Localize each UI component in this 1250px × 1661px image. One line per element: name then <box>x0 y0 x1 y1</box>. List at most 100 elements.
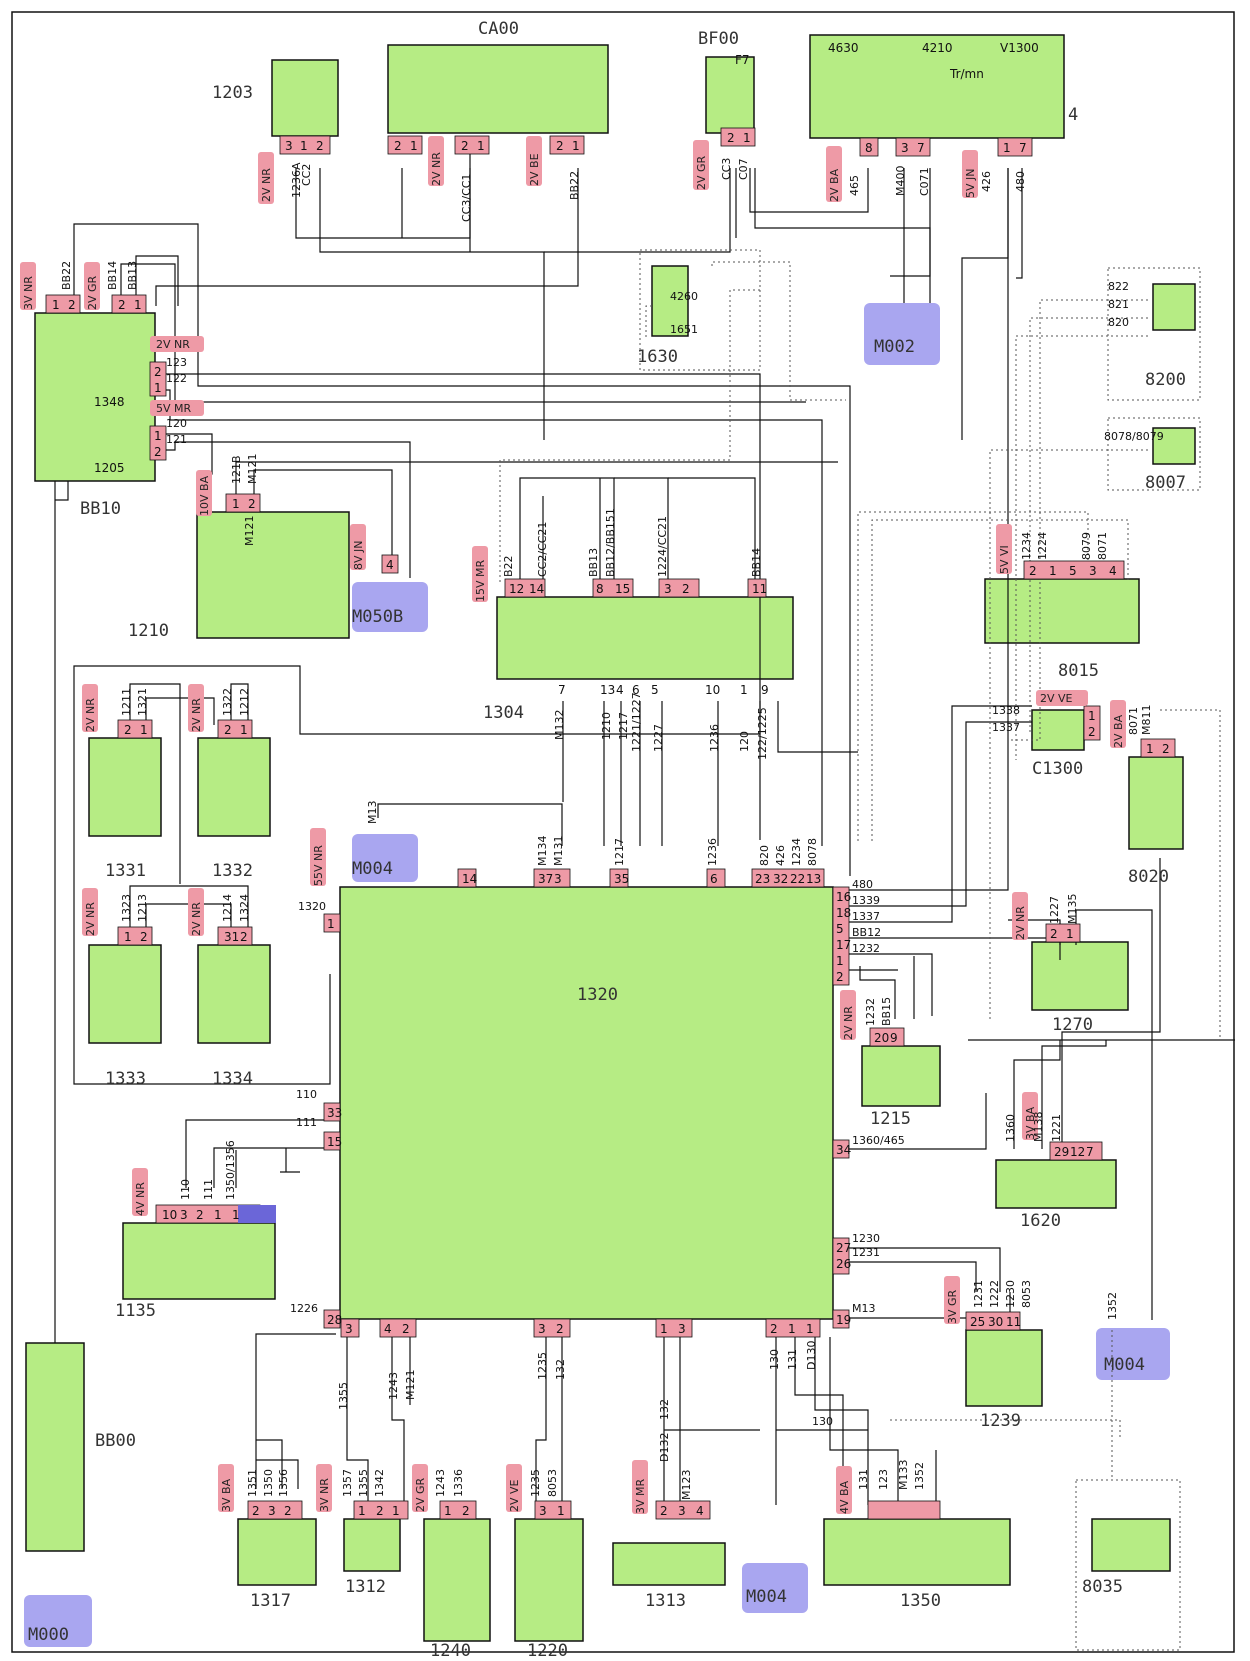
pin-number: 1 <box>327 917 335 931</box>
pin-number: 2 <box>1162 742 1170 756</box>
wire-label: BB14 <box>750 548 763 577</box>
pin-number: 2 <box>394 139 402 153</box>
pin-number: 5 <box>836 922 844 936</box>
pin-number: 5 <box>651 683 659 697</box>
pin-number: 2 <box>1088 725 1096 739</box>
wire-label: 1213 <box>136 894 149 922</box>
bb10-sub-label: 1348 <box>94 395 125 409</box>
pin-number: 8 <box>865 141 873 155</box>
pin-number: 1 <box>232 1208 240 1222</box>
pin-number: 1 <box>124 930 132 944</box>
pin-number: 13 <box>806 872 821 886</box>
pin-number: 10 <box>162 1208 177 1222</box>
pin-number: 26 <box>836 1257 851 1271</box>
connector-type-label: 2V NR <box>84 698 97 732</box>
component-label: 8015 <box>1058 661 1099 681</box>
pin-number: 3 <box>554 872 562 886</box>
pin-number: 1 <box>836 954 844 968</box>
connector-type-label: 2V BA <box>828 168 841 202</box>
connector-type-label: 2V NR <box>260 168 273 202</box>
ground-label: M004 <box>746 1587 787 1607</box>
component-label: 1135 <box>115 1301 156 1321</box>
wire-label: 820 <box>1108 316 1129 329</box>
wire-label: BB22 <box>60 261 73 290</box>
pin-number: 4 <box>696 1504 704 1518</box>
pin-number: 2 <box>284 1504 292 1518</box>
pin-number: 33 <box>327 1106 342 1120</box>
pin-number: 19 <box>836 1313 851 1327</box>
pin-number: 3 <box>539 1504 547 1518</box>
connector-type-label: 2V BA <box>1112 714 1125 748</box>
wire-label: 1236 <box>708 724 721 752</box>
wire-label: 8079 <box>1080 532 1093 560</box>
pin-number: 1 <box>557 1504 565 1518</box>
pin-number: 22 <box>790 872 805 886</box>
pin-number: 10 <box>705 683 720 697</box>
wire-label: 1360 <box>1004 1114 1017 1142</box>
pin-number: 2 <box>118 298 126 312</box>
pin-number: 2 <box>556 1322 564 1336</box>
wire-label: 1336 <box>452 1469 465 1497</box>
pin-number: 18 <box>836 906 851 920</box>
connector-type-label: 2V VE <box>1040 692 1073 705</box>
wire-label: 1324 <box>238 894 251 922</box>
pin-number: 1 <box>240 723 248 737</box>
ground-label: M050B <box>352 607 403 627</box>
wire-label: 1352 <box>913 1462 926 1490</box>
component-boxes <box>25 34 1196 1642</box>
connector-type-labels <box>20 136 1126 1514</box>
wire-label: 1355 <box>337 1382 350 1410</box>
component-label: 8007 <box>1145 473 1186 493</box>
pin-number: 4 <box>1109 564 1117 578</box>
wire-label: 1651 <box>670 323 698 336</box>
wire-label: 131 <box>786 1349 799 1370</box>
component-label: 1332 <box>212 861 253 881</box>
wire-label: 8053 <box>1020 1280 1033 1308</box>
wire-label: M400 <box>894 166 907 197</box>
pin-number: 1 <box>1088 709 1096 723</box>
pin-number: 28 <box>327 1313 342 1327</box>
wire-label: 1227 <box>652 724 665 752</box>
pin-number: 2 <box>462 1504 470 1518</box>
wire-label: CC2 <box>300 164 313 186</box>
pin-number: 2 <box>240 930 248 944</box>
cluster-sub-label: 4210 <box>922 41 953 55</box>
pin-number: 1 <box>660 1322 668 1336</box>
connector-type-label: 2V GR <box>414 1477 427 1512</box>
pin-number: 2 <box>461 139 469 153</box>
pin-number: 2 <box>556 139 564 153</box>
wire-label: 1356 <box>277 1469 290 1497</box>
connector-type-label: 2V VE <box>508 1479 521 1512</box>
wire-label: 1337 <box>992 721 1020 734</box>
pin-number: 1 <box>477 139 485 153</box>
connector-type-label: 2V NR <box>1014 906 1027 940</box>
cluster-sub-label: F7 <box>735 53 750 67</box>
wire-label: 1342 <box>373 1469 386 1497</box>
component-label: 1240 <box>430 1641 471 1661</box>
cluster-sub-label: V1300 <box>1000 41 1039 55</box>
component-label: 1350 <box>900 1591 941 1611</box>
wire-label: M132 <box>553 710 566 741</box>
wire-label: CC2/CC21 <box>536 522 549 577</box>
pin-number: 2 <box>376 1504 384 1518</box>
wire-label: 1230 <box>1004 1280 1017 1308</box>
pin-number: 1 <box>232 497 240 511</box>
component-label: 1210 <box>128 621 169 641</box>
wire-label: 1243 <box>387 1372 400 1400</box>
wire-label: 1322 <box>221 688 234 716</box>
wire-label: D130 <box>805 1341 818 1370</box>
pin-number: 1 <box>1066 927 1074 941</box>
wire-label: 480 <box>852 878 873 891</box>
wire-label: 121B <box>230 455 243 484</box>
pin-number: 8 <box>596 582 604 596</box>
connector-type-label: 5V VI <box>998 545 1011 574</box>
pin-number: 1 <box>392 1504 400 1518</box>
pin-number: 30 <box>988 1315 1003 1329</box>
wire-label: 130 <box>768 1349 781 1370</box>
wire-label: BB12 <box>852 926 881 939</box>
pin-number: 1 <box>1146 742 1154 756</box>
wire-label: 8078 <box>806 838 819 866</box>
wire-label: 120 <box>738 731 751 752</box>
pin-number: 29 <box>1054 1145 1069 1159</box>
